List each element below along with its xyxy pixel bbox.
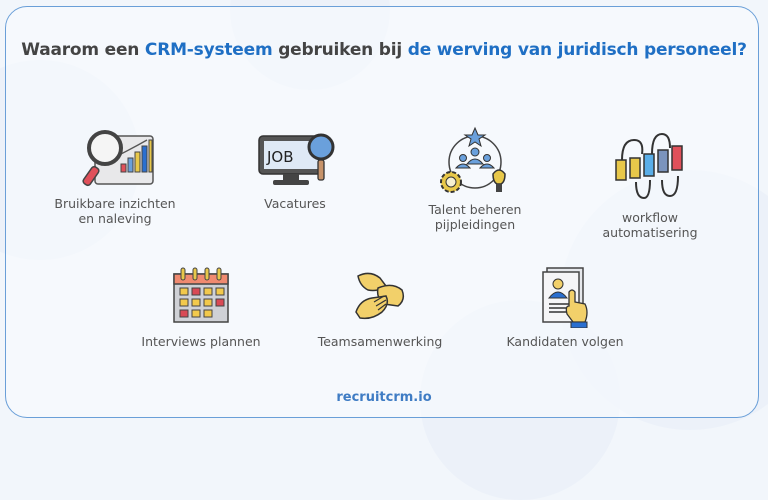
title-highlight-legal: de werving van juridisch personeel?	[407, 40, 747, 60]
feature-label: workflow automatisering	[602, 210, 698, 240]
svg-text:JOB: JOB	[266, 148, 294, 166]
feature-talent-pipelines: Talent beheren pijpleidingen	[400, 126, 550, 232]
feature-team-collaboration: Teamsamenwerking	[305, 270, 455, 349]
feature-label: Teamsamenwerking	[317, 334, 443, 349]
feature-candidate-tracking: Kandidaten volgen	[492, 266, 638, 349]
feature-label: Bruikbare inzichten en naleving	[54, 196, 176, 226]
title-highlight-crm: CRM-systeem	[144, 40, 273, 60]
footer-brand: recruitcrm.io	[336, 390, 432, 405]
magnifier-chart-icon	[82, 130, 154, 187]
title-part-3: gebruiken bij	[272, 40, 408, 60]
feature-interview-scheduling: Interviews plannen	[128, 266, 274, 349]
feature-insights: Bruikbare inzichten en naleving	[40, 126, 190, 226]
page-title: Waarom een CRM-systeem gebruiken bij de …	[0, 40, 768, 60]
candidate-resume-icon	[542, 267, 588, 328]
team-hands-icon	[355, 272, 405, 320]
job-monitor-icon: JOB	[258, 133, 335, 185]
content-frame	[5, 6, 759, 418]
calendar-icon	[173, 267, 229, 323]
feature-label: Talent beheren pijpleidingen	[428, 202, 522, 232]
feature-workflow-automation: workflow automatisering	[575, 130, 725, 240]
feature-label: Kandidaten volgen	[506, 334, 624, 349]
workflow-arrows-icon	[615, 132, 683, 200]
feature-label: Vacatures	[264, 196, 326, 211]
talent-network-icon	[440, 126, 506, 193]
feature-label: Interviews plannen	[141, 334, 261, 349]
feature-vacancies: JOB Vacatures	[225, 130, 365, 211]
title-part-1: Waarom een	[21, 40, 145, 60]
